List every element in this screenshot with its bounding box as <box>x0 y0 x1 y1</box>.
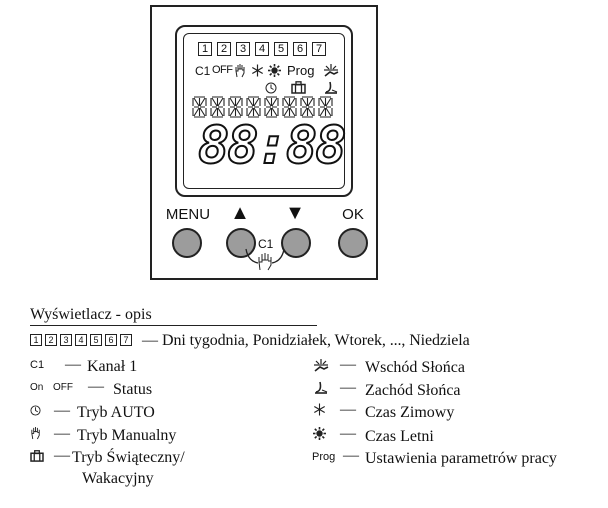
suitcase-icon <box>291 81 306 94</box>
dash: — <box>88 378 104 395</box>
dash: — <box>343 447 359 464</box>
segment-char-7 <box>300 96 315 118</box>
day-box-4: 4 <box>255 42 269 56</box>
day-box-5: 5 <box>274 42 288 56</box>
lcd-bezel: 1 2 3 4 5 6 7 C1 OFF Prog <box>175 25 353 197</box>
segment-char-4 <box>246 96 261 118</box>
legend-day-2: 2 <box>45 334 57 346</box>
down-button[interactable] <box>281 228 311 258</box>
legend-sunrise-icon <box>314 359 329 372</box>
legend-snowflake-icon <box>314 403 325 416</box>
sunset-icon <box>325 81 338 94</box>
sun-icon <box>268 64 281 77</box>
dash: — <box>54 425 70 442</box>
day-box-6: 6 <box>293 42 307 56</box>
legend-underline <box>30 325 317 326</box>
legend-day-6: 6 <box>105 334 117 346</box>
legend-winter-desc: Czas Zimowy <box>365 404 455 421</box>
legend-hand-icon <box>31 427 40 440</box>
dash: — <box>142 332 158 349</box>
segment-char-1 <box>192 96 207 118</box>
ok-button[interactable] <box>338 228 368 258</box>
clock-icon <box>265 82 277 94</box>
dash: — <box>54 447 70 464</box>
dash: — <box>340 401 356 418</box>
legend-clock-icon <box>30 405 41 416</box>
legend-summer-desc: Czas Letni <box>365 428 434 445</box>
legend-day-3: 3 <box>60 334 72 346</box>
legend-prog-symbol: Prog <box>312 451 336 463</box>
time-display: 88:88 <box>197 116 348 176</box>
legend-day-5: 5 <box>90 334 102 346</box>
down-arrow-icon: ▼ <box>285 202 305 224</box>
menu-label: MENU <box>165 206 211 223</box>
ok-label: OK <box>342 206 364 223</box>
hand-press-icon <box>258 253 272 271</box>
legend-day-1: 1 <box>30 334 42 346</box>
legend-holiday-desc-2: Wakacyjny <box>82 470 154 487</box>
day-box-2: 2 <box>217 42 231 56</box>
button-connector <box>245 248 285 264</box>
day-box-3: 3 <box>236 42 250 56</box>
legend-days-desc: Dni tygodnia, Ponidziałek, Wtorek, ..., … <box>162 332 470 349</box>
legend-title: Wyświetlacz - opis <box>30 306 152 323</box>
segment-char-8 <box>318 96 333 118</box>
up-arrow-icon: ▲ <box>230 202 250 224</box>
legend-prog-desc: Ustawienia parametrów pracy <box>365 450 557 467</box>
day-box-1: 1 <box>198 42 212 56</box>
segment-char-2 <box>210 96 225 118</box>
thermostat-device: 1 2 3 4 5 6 7 C1 OFF Prog <box>150 5 378 280</box>
hand-icon <box>235 64 245 78</box>
legend-holiday-desc-1: Tryb Świąteczny/ <box>72 449 185 466</box>
dash: — <box>65 356 81 373</box>
lcd-display: 1 2 3 4 5 6 7 C1 OFF Prog <box>183 33 348 189</box>
legend-suitcase-icon <box>30 450 44 462</box>
segment-char-3 <box>228 96 243 118</box>
channel-button-label: C1 <box>258 237 274 251</box>
segment-char-6 <box>282 96 297 118</box>
off-indicator: OFF <box>212 64 233 76</box>
legend-status-off: OFF <box>53 382 73 393</box>
snowflake-icon <box>252 64 263 77</box>
dash: — <box>54 402 70 419</box>
legend-sunset-icon <box>315 381 328 394</box>
up-button[interactable] <box>226 228 256 258</box>
legend-sunrise-desc: Wschód Słońca <box>365 359 465 376</box>
prog-indicator: Prog <box>287 63 315 78</box>
legend-sun-icon <box>313 427 326 440</box>
dash: — <box>340 425 356 442</box>
channel-indicator: C1 <box>195 64 211 78</box>
legend-status-on: On <box>30 382 44 393</box>
legend-sunset-desc: Zachód Słońca <box>365 382 461 399</box>
legend-day-7: 7 <box>120 334 132 346</box>
legend-status-desc: Status <box>113 381 153 398</box>
legend-day-4: 4 <box>75 334 87 346</box>
dash: — <box>340 356 356 373</box>
day-box-7: 7 <box>312 42 326 56</box>
menu-button[interactable] <box>172 228 202 258</box>
legend-auto-desc: Tryb AUTO <box>77 404 155 421</box>
legend-channel-desc: Kanał 1 <box>87 358 138 375</box>
sunrise-icon <box>324 64 339 77</box>
legend-manual-desc: Tryb Manualny <box>77 427 177 444</box>
dash: — <box>340 379 356 396</box>
legend-channel-symbol: C1 <box>30 359 45 371</box>
segment-char-5 <box>264 96 279 118</box>
